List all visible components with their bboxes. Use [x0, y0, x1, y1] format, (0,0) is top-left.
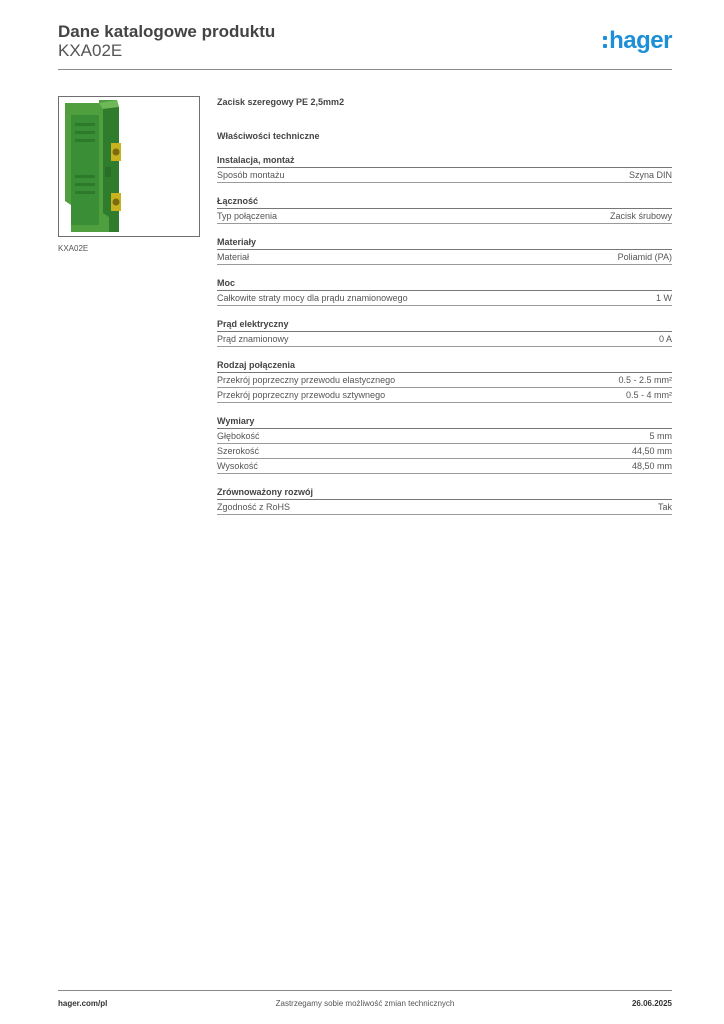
spec-label: Przekrój poprzeczny przewodu sztywnego	[217, 390, 386, 400]
spec-value: Tak	[657, 502, 672, 512]
product-name: Zacisk szeregowy PE 2,5mm2	[217, 97, 345, 107]
spec-row: Sposób montażu Szyna DIN	[217, 168, 672, 183]
spec-group-title: Zrównoważony rozwój	[217, 486, 672, 500]
spec-label: Szerokość	[217, 446, 260, 456]
spec-group-title: Prąd elektryczny	[217, 318, 672, 332]
product-image	[58, 96, 200, 237]
spec-row: Przekrój poprzeczny przewodu sztywnego 0.…	[217, 388, 672, 403]
document-header: Dane katalogowe produktu KXA02E hager	[58, 22, 672, 70]
spec-value: 1 W	[655, 293, 672, 303]
spec-label: Wysokość	[217, 461, 258, 471]
spec-value: 0.5 - 2.5 mm²	[618, 375, 672, 385]
spec-group-title: Materiały	[217, 236, 672, 250]
spec-group-title: Moc	[217, 277, 672, 291]
footer-date: 26.06.2025	[631, 999, 672, 1008]
spec-row: Materiał Poliamid (PA)	[217, 250, 672, 265]
spec-row: Zgodność z RoHS Tak	[217, 500, 672, 515]
spec-value: 0 A	[658, 334, 672, 344]
spec-row: Głębokość 5 mm	[217, 429, 672, 444]
spec-label: Głębokość	[217, 431, 260, 441]
spec-group-title: Wymiary	[217, 415, 672, 429]
footer-note: Zastrzegamy sobie możliwość zmian techni…	[275, 999, 455, 1008]
spec-label: Prąd znamionowy	[217, 334, 289, 344]
spec-value: 48,50 mm	[631, 461, 672, 471]
spec-label: Całkowite straty mocy dla prądu znamiono…	[217, 293, 408, 303]
footer-url[interactable]: hager.com/pl	[58, 999, 108, 1008]
spec-value: 5 mm	[649, 431, 673, 441]
logo-text: hager	[609, 27, 672, 54]
spec-label: Zgodność z RoHS	[217, 502, 291, 512]
document-footer: hager.com/pl Zastrzegamy sobie możliwość…	[58, 990, 672, 1011]
product-code: KXA02E	[58, 41, 123, 60]
terminal-block-illustration	[65, 100, 121, 232]
spec-value: 44,50 mm	[631, 446, 672, 456]
document-title: Dane katalogowe produktu	[58, 22, 276, 41]
spec-group-title: Łączność	[217, 195, 672, 209]
spec-value: Szyna DIN	[628, 170, 672, 180]
spec-group-title: Instalacja, montaż	[217, 154, 672, 168]
spec-row: Przekrój poprzeczny przewodu elastyczneg…	[217, 373, 672, 388]
spec-label: Materiał	[217, 252, 250, 262]
spec-label: Typ połączenia	[217, 211, 278, 221]
product-details: Zacisk szeregowy PE 2,5mm2 Właściwości t…	[217, 96, 672, 515]
spec-group-title: Rodzaj połączenia	[217, 359, 672, 373]
spec-value: Poliamid (PA)	[617, 252, 672, 262]
spec-label: Przekrój poprzeczny przewodu elastyczneg…	[217, 375, 396, 385]
spec-row: Szerokość 44,50 mm	[217, 444, 672, 459]
image-caption: KXA02E	[58, 244, 89, 253]
spec-row: Typ połączenia Zacisk śrubowy	[217, 209, 672, 224]
logo-colon-icon	[603, 36, 608, 48]
spec-value: Zacisk śrubowy	[609, 211, 672, 221]
section-heading: Właściwości techniczne	[217, 131, 320, 141]
spec-row: Prąd znamionowy 0 A	[217, 332, 672, 347]
spec-value: 0.5 - 4 mm²	[625, 390, 672, 400]
hager-logo: hager	[603, 28, 672, 54]
spec-row: Całkowite straty mocy dla prądu znamiono…	[217, 291, 672, 306]
spec-label: Sposób montażu	[217, 170, 285, 180]
spec-row: Wysokość 48,50 mm	[217, 459, 672, 474]
